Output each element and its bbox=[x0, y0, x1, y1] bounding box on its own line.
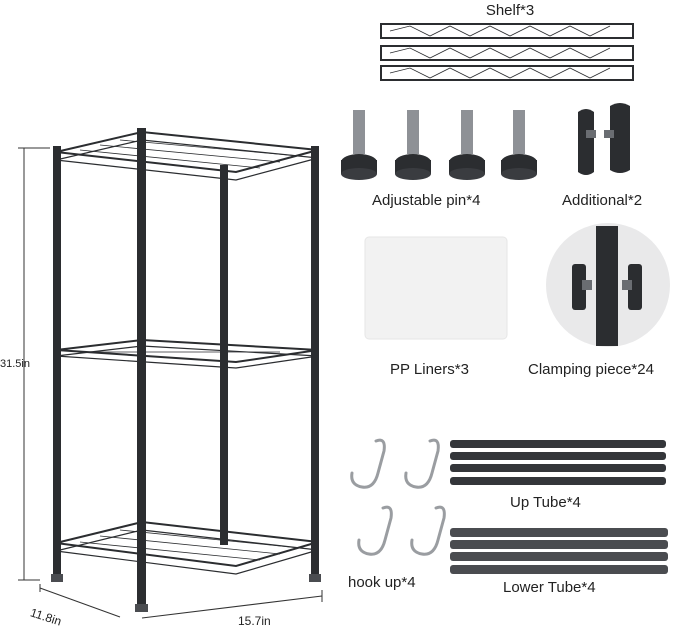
shelf-posts bbox=[53, 128, 319, 608]
lower-tubes-illustration bbox=[450, 528, 668, 574]
clamping-piece-illustration bbox=[546, 223, 670, 347]
hooks-illustration bbox=[350, 438, 446, 556]
height-dimension-line bbox=[18, 147, 50, 581]
adjustable-pins-illustration bbox=[341, 110, 537, 180]
width-dimension-label: 15.7in bbox=[238, 614, 271, 628]
adjustable-pin-label: Adjustable pin*4 bbox=[372, 192, 481, 209]
clamping-piece-label: Clamping piece*24 bbox=[528, 361, 654, 378]
shelf-middle bbox=[55, 338, 319, 369]
up-tube-label: Up Tube*4 bbox=[510, 494, 581, 511]
shelf-top bbox=[55, 130, 319, 181]
shelf-label: Shelf*3 bbox=[485, 2, 535, 19]
height-dimension-label: 31.5in bbox=[0, 358, 30, 370]
shelf-bottom bbox=[55, 520, 319, 575]
pp-liners-label: PP Liners*3 bbox=[390, 361, 469, 378]
pp-liner-illustration bbox=[364, 236, 508, 340]
shelf-feet bbox=[51, 574, 321, 612]
depth-dimension-line bbox=[39, 584, 121, 618]
hook-up-label: hook up*4 bbox=[348, 574, 416, 591]
width-dimension-line bbox=[141, 590, 323, 619]
lower-tube-label: Lower Tube*4 bbox=[503, 579, 596, 596]
additional-label: Additional*2 bbox=[562, 192, 643, 209]
additional-clips-illustration bbox=[578, 103, 630, 175]
shelf-parts-illustration bbox=[380, 23, 634, 81]
up-tubes-illustration bbox=[450, 440, 666, 485]
